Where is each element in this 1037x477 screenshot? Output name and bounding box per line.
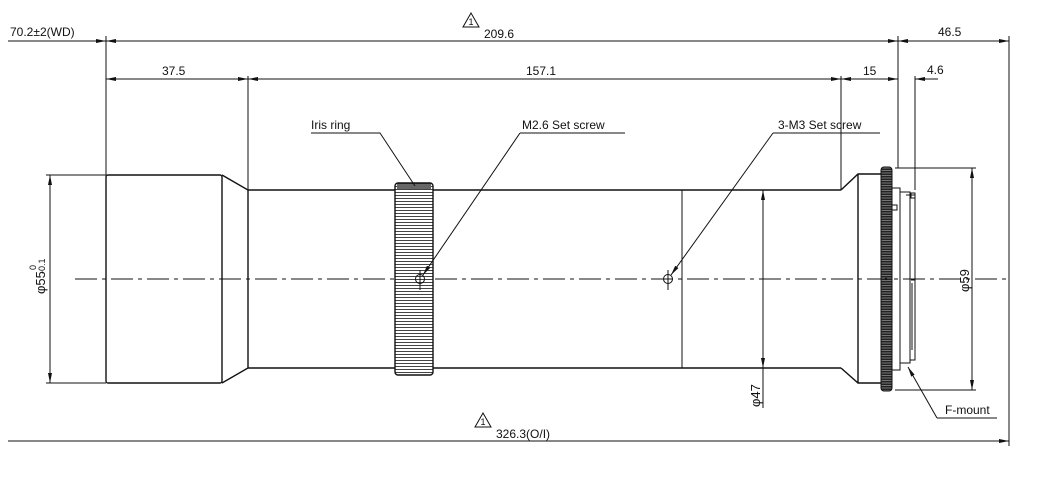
mount-index-dot [884,277,888,281]
callout-text-f-mount: F-mount [945,403,990,417]
iris-ring-edge [397,184,431,189]
dim-total-flange: 1 209.6 [106,11,898,43]
dim-text-157-1: 157.1 [526,64,556,78]
callout-text-m3: 3-M3 Set screw [778,118,862,132]
dim-overall: 1 326.3(O/I) [8,411,1009,443]
dim-text-326-3: 326.3(O/I) [496,427,550,441]
m26-set-screw-symbol [415,270,425,290]
front-barrel [105,174,223,384]
callout-text-m26: M2.6 Set screw [522,118,605,132]
revision-mark: 1 [469,17,474,27]
main-tube [248,189,841,369]
revision-triangle-icon [474,411,492,428]
mount-pin [891,204,898,211]
rear-taper [840,173,881,384]
dim-text-phi55: φ55 [33,271,48,294]
dim-text-37-5: 37.5 [162,64,186,78]
callout-text-iris-ring: Iris ring [311,118,350,132]
callout-iris-ring: Iris ring [311,118,416,187]
dim-text-phi47: φ47 [748,384,763,407]
dim-tol-upper: 0 [28,265,38,270]
extension-lines [46,36,1010,446]
f-mount-flange [892,187,916,371]
dim-text-15: 15 [863,64,877,78]
lens-body [105,166,916,392]
callout-m26-screw: M2.6 Set screw [422,118,625,276]
mount-tab [910,192,916,199]
callout-f-mount: F-mount [907,366,997,419]
dim-text-wd: 70.2±2(WD) [10,25,75,39]
dim-front-barrel: 37.5 [106,64,248,81]
revision-triangle-icon [462,11,480,28]
dim-rear-length: 46.5 [898,25,1009,43]
callout-m3-screw: 3-M3 Set screw [670,118,880,276]
front-taper [221,174,249,384]
dim-rear-section: 15 [841,64,898,81]
dim-text-phi59: φ59 [957,269,972,292]
dim-text-46-5: 46.5 [938,25,962,39]
dim-main-tube: 157.1 [248,64,841,81]
revision-mark: 1 [481,417,486,427]
dim-text-4-6: 4.6 [927,63,944,77]
dim-tube-diameter: φ47 [748,190,765,408]
dim-rear-diameter: φ59 [957,168,974,390]
dim-working-distance: 70.2±2(WD) [8,25,106,43]
dim-front-diameter: φ55 0 -0.1 [28,175,52,383]
dim-tol-lower: -0.1 [37,258,47,274]
m3-set-screw-symbol [663,270,673,290]
iris-ring [394,182,434,376]
dim-text-209: 209.6 [484,27,514,41]
dim-mount-offset: 4.6 [915,63,944,81]
